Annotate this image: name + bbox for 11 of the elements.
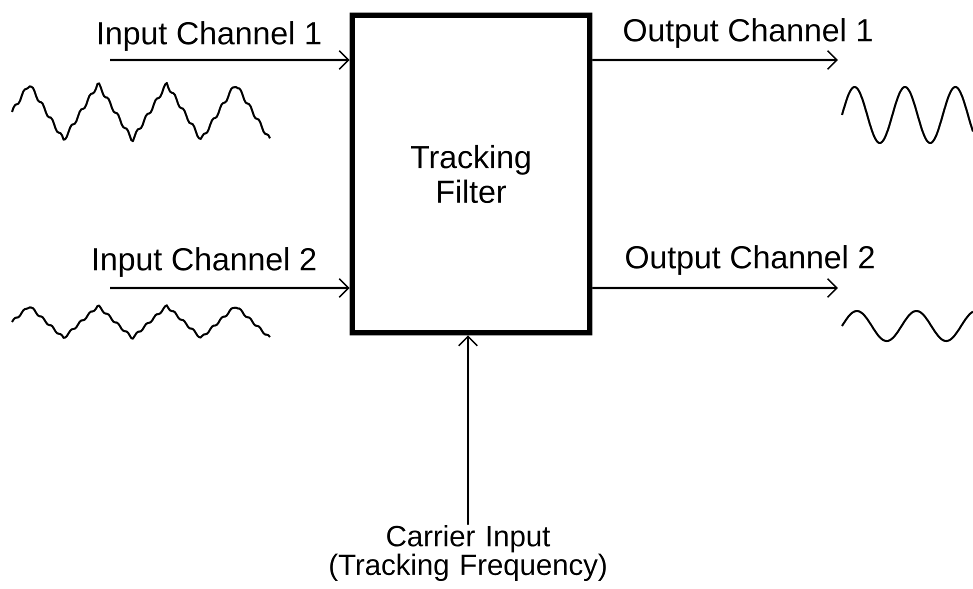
edge-label: Output Channel 2: [623, 244, 877, 276]
arrow: [458, 335, 478, 525]
edge-label: Input Channel 1: [94, 20, 324, 52]
carrier-input-text: Carrier Input (Tracking Frequency): [330, 524, 606, 582]
edge-label: Input Channel 2: [90, 246, 318, 278]
arrow: [110, 278, 350, 298]
arrow: [592, 278, 838, 298]
filter-box: Tracking Filter: [350, 12, 592, 336]
arrow: [110, 50, 350, 70]
arrow: [592, 50, 838, 70]
edge-label: Output Channel 1: [621, 16, 875, 50]
